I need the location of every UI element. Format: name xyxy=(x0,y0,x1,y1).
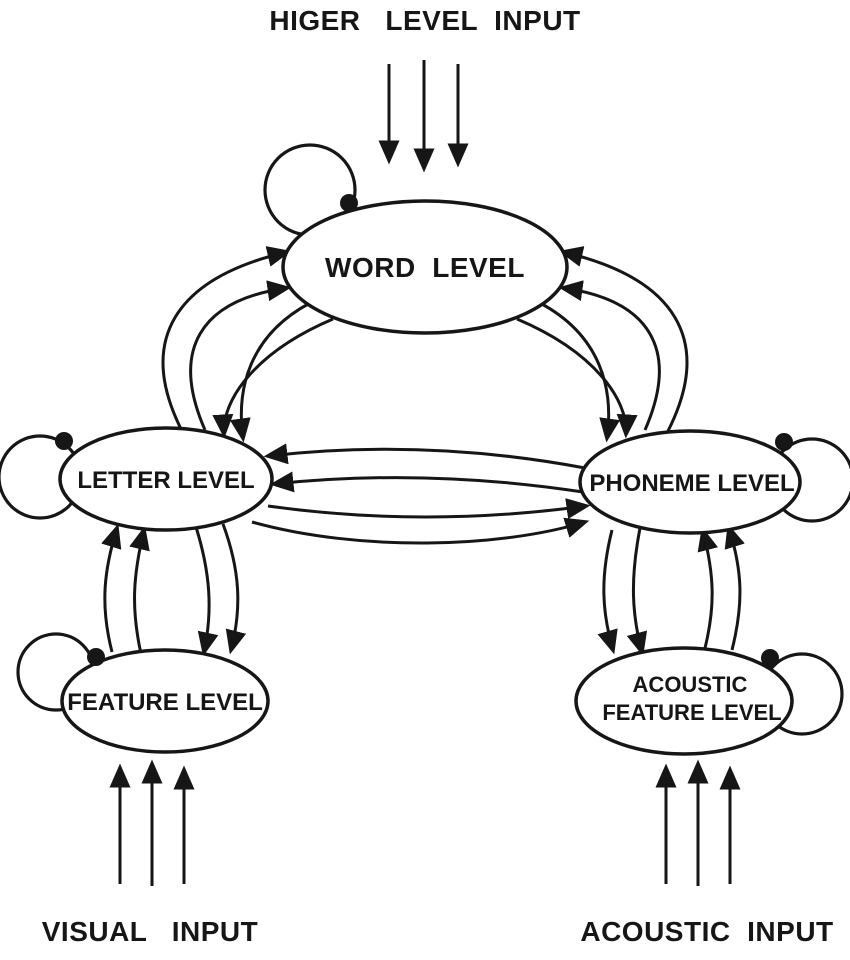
acoustic-input-arrows xyxy=(655,759,741,886)
higher-level-input-label: HIGER LEVEL INPUT xyxy=(269,5,580,36)
acoustic-input-label: ACOUSTIC INPUT xyxy=(580,916,833,947)
feature-level-label: FEATURE LEVEL xyxy=(67,689,263,716)
word-letter-connections xyxy=(161,246,334,443)
higher-input-arrows xyxy=(378,60,469,173)
arrow-letter-to-word-icon xyxy=(189,280,292,431)
word-self-loop-dot-icon xyxy=(340,194,358,212)
arrow-phoneme-to-word-icon xyxy=(558,280,661,431)
arrow-letter-to-phoneme-icon xyxy=(251,517,590,545)
word-level-label: WORD LEVEL xyxy=(325,252,525,283)
letter-level-node xyxy=(58,426,274,532)
word-level-node xyxy=(281,199,569,335)
arrow-word-to-phoneme-icon xyxy=(539,301,621,443)
phoneme-level-node xyxy=(578,429,802,535)
acoustic-feature-level-label-line2: FEATURE LEVEL xyxy=(602,700,781,725)
arrow-word-to-phoneme-icon xyxy=(516,317,638,439)
arrow-letter-to-feature-icon xyxy=(194,526,219,657)
letter-self-loop-dot-icon xyxy=(55,432,73,450)
arrow-letter-to-word-icon xyxy=(161,246,292,432)
acoustic-feature-level-label-line1: ACOUSTIC xyxy=(633,672,748,697)
acoustic-self-loop-dot-icon xyxy=(761,649,779,667)
arrow-phoneme-to-letter-icon xyxy=(263,443,586,470)
arrow-letter-to-phoneme-icon xyxy=(267,498,591,520)
word-phoneme-connections xyxy=(516,246,689,443)
arrow-letter-to-feature-icon xyxy=(221,523,247,655)
arrow-phoneme-to-word-icon xyxy=(558,246,689,432)
feature-level-node xyxy=(60,648,270,754)
visual-input-label: VISUAL INPUT xyxy=(42,916,259,947)
arrow-feature-to-letter-icon xyxy=(129,525,150,655)
arrow-phoneme-to-acoustic-icon xyxy=(626,527,648,657)
arrow-phoneme-to-letter-icon xyxy=(269,471,584,494)
phoneme-acoustic-connections xyxy=(597,523,745,657)
acoustic-feature-level-node xyxy=(574,646,794,756)
arrow-word-to-letter-icon xyxy=(212,317,334,439)
phoneme-self-loop-dot-icon xyxy=(775,433,793,451)
phoneme-level-label: PHONEME LEVEL xyxy=(589,470,794,497)
arrow-acoustic-to-phoneme-icon xyxy=(697,526,719,653)
feature-self-loop-dot-icon xyxy=(87,648,105,666)
letter-phoneme-connections xyxy=(251,443,591,545)
arrow-acoustic-to-phoneme-icon xyxy=(724,523,745,651)
arrow-phoneme-to-acoustic-icon xyxy=(597,529,618,655)
letter-level-label: LETTER LEVEL xyxy=(77,467,254,494)
arrow-feature-to-letter-icon xyxy=(101,523,122,653)
letter-feature-connections xyxy=(101,523,247,657)
arrow-word-to-letter-icon xyxy=(229,301,311,443)
visual-input-arrows xyxy=(109,759,195,886)
